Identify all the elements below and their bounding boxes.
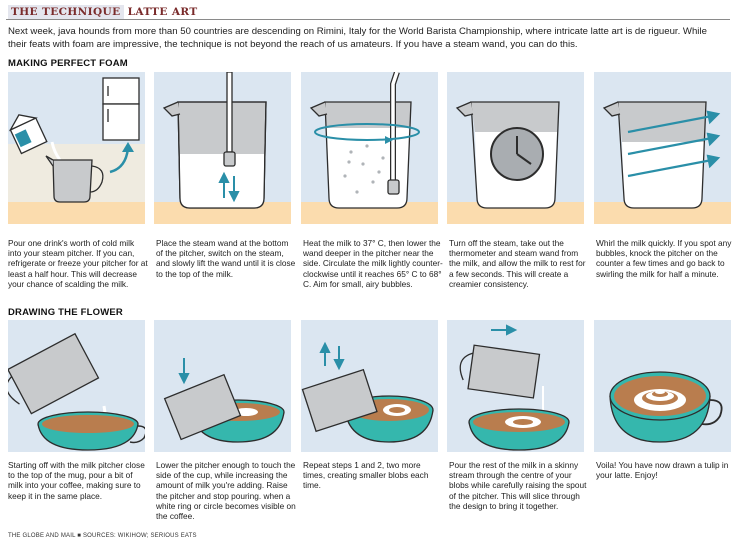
flower-step-4-caption: Pour the rest of the milk in a skinny st… — [449, 460, 587, 511]
foam-step-4-caption: Turn off the steam, take out the thermom… — [449, 238, 586, 289]
cup-icon — [468, 408, 570, 451]
foam-step-2-illustration — [154, 72, 291, 224]
foam-step-2-caption: Place the steam wand at the bottom of th… — [156, 238, 296, 279]
steam-wand-icon — [223, 72, 236, 167]
clock-icon — [490, 127, 544, 181]
flower-step-4-illustration — [447, 320, 584, 452]
foam-step-5-illustration — [594, 72, 731, 224]
flower-step-1-illustration — [8, 320, 145, 452]
section-title-foam: MAKING PERFECT FOAM — [8, 58, 128, 69]
down-arrow-icon — [178, 358, 190, 385]
flower-step-2-illustration — [154, 320, 291, 452]
flower-step-5-caption: Voila! You have now drawn a tulip in you… — [596, 460, 729, 481]
foam-step-3-illustration — [301, 72, 438, 224]
cup-icon — [37, 411, 145, 451]
latte-tulip-icon — [634, 389, 686, 411]
section-title-flower: DRAWING THE FLOWER — [8, 307, 123, 318]
flower-step-3-caption: Repeat steps 1 and 2, two more times, cr… — [303, 460, 429, 491]
steam-wand-icon — [387, 72, 400, 195]
pitcher-icon — [459, 344, 541, 399]
intro-paragraph: Next week, java hounds from more than 50… — [8, 26, 707, 50]
right-arrow-icon — [491, 324, 518, 336]
pitcher-icon — [45, 155, 104, 203]
header-divider — [6, 19, 730, 20]
pitcher-icon — [8, 332, 100, 415]
refrigerator-icon — [102, 77, 140, 141]
header-topic: LATTE ART — [127, 6, 198, 18]
foam-step-4-illustration — [447, 72, 584, 224]
milk-carton-icon — [8, 114, 48, 155]
foam-step-1-caption: Pour one drink's worth of cold milk into… — [8, 238, 148, 289]
whirl-arrows-icon — [627, 110, 721, 178]
foam-step-3-caption: Heat the milk to 37° C, then lower the w… — [303, 238, 443, 289]
footer-credit: THE GLOBE AND MAIL ■ SOURCES: WIKIHOW; S… — [8, 533, 197, 539]
pitcher-icon — [301, 368, 378, 433]
flower-step-2-caption: Lower the pitcher enough to touch the si… — [156, 460, 296, 522]
flower-step-1-caption: Starting off with the milk pitcher close… — [8, 460, 145, 501]
flower-step-5-illustration — [594, 320, 731, 452]
graphic-header: THE TECHNIQUE LATTE ART — [8, 5, 198, 19]
up-down-arrow-icon — [319, 341, 345, 371]
flower-step-3-illustration — [301, 320, 438, 452]
circular-arrow-icon — [314, 123, 420, 144]
foam-step-5-caption: Whirl the milk quickly. If you spot any … — [596, 238, 732, 279]
foam-step-1-illustration — [8, 72, 145, 224]
up-down-arrow-icon — [218, 171, 240, 203]
pitcher-icon — [163, 373, 242, 441]
header-tag: THE TECHNIQUE — [8, 5, 124, 19]
